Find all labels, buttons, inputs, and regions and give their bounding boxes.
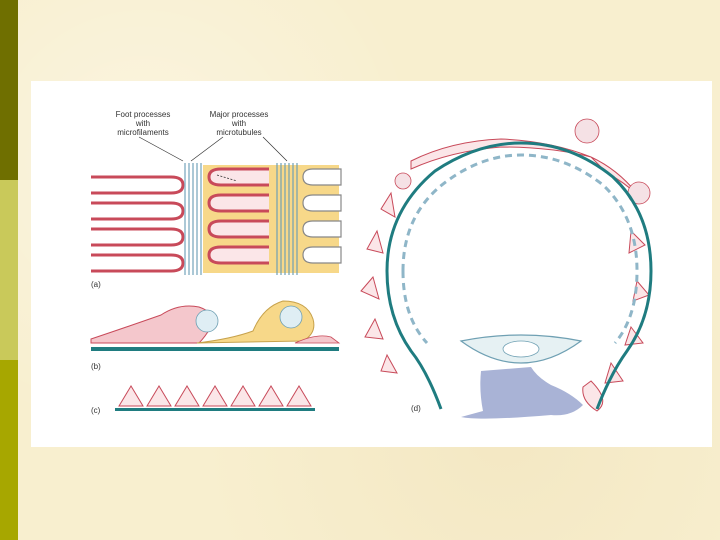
microtubule-band-left [185,163,201,275]
panel-c-tag: (c) [91,406,101,415]
panel-d-capillary-loop: (d) [361,119,651,419]
sidebar-segment-mid [0,360,18,540]
capillary-lumen [461,367,583,419]
sidebar-segment-light [0,180,18,360]
glomerular-diagram: Foot processes with microfilaments Major… [31,81,712,447]
panel-a-tag: (a) [91,280,101,289]
basement-membrane-b [91,347,339,351]
panel-c-cross-section: (c) [91,386,315,415]
nucleus-b2 [280,306,302,328]
label-major-line2: with [231,119,246,128]
leader-line-major-2 [263,137,287,161]
panel-d-tag: (d) [411,404,421,413]
endothelial-fenestrae [403,155,637,343]
panel-a-foot-process-diagram: Foot processes with microfilaments Major… [91,110,341,289]
leader-line-foot [139,137,183,161]
podocyte-nucleus-d1 [575,119,599,143]
label-foot-line1: Foot processes [116,110,171,119]
panel-b-tag: (b) [91,362,101,371]
endothelial-fenestrae-left [403,271,427,343]
foot-processes-left [91,177,183,271]
podocyte-cell-body-pink [91,306,213,343]
leader-line-major-1 [191,137,223,161]
foot-process-triangles [119,386,311,406]
slide-sidebar-bar [0,0,18,540]
endothelial-nucleus [503,341,539,357]
label-foot-line2: with [135,119,150,128]
panel-b-side-view: (b) [91,301,339,371]
figure-panel: Foot processes with microfilaments Major… [31,81,712,447]
sidebar-segment-dark [0,0,18,180]
label-major-line1: Major processes [210,110,269,119]
podocyte-nucleus-d3 [395,173,411,189]
label-major-line3: microtubules [216,128,261,137]
label-foot-line3: microfilaments [117,128,169,137]
basement-membrane-c [115,408,315,411]
nucleus-b1 [196,310,218,332]
